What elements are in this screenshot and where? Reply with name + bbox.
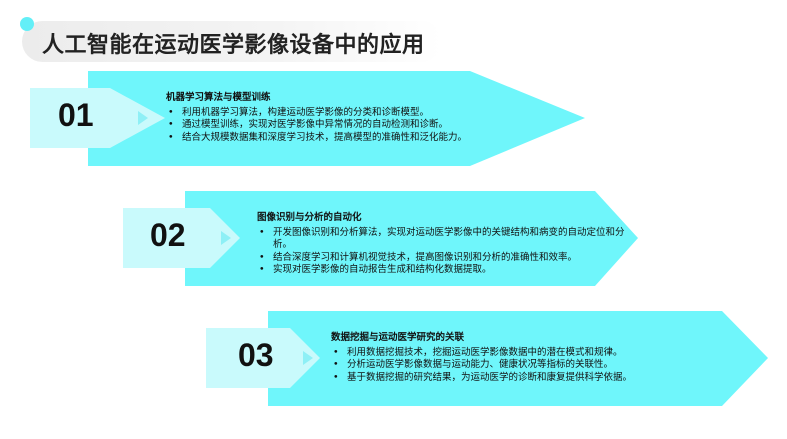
section-3-badge bbox=[206, 328, 320, 388]
bullet-item: 利用数据挖掘技术，挖掘运动医学影像数据中的潜在模式和规律。 bbox=[331, 347, 751, 360]
section-3-marker-icon bbox=[303, 351, 313, 365]
section-2-number: 02 bbox=[150, 217, 186, 253]
section-1-marker-icon bbox=[138, 111, 148, 125]
section-2-text: 图像识别与分析的自动化 开发图像识别和分析算法，实现对运动医学影像中的关键结构和… bbox=[257, 212, 627, 277]
section-3-heading: 数据挖掘与运动医学研究的关联 bbox=[331, 332, 465, 343]
section-2-badge bbox=[123, 208, 240, 268]
section-2-marker-icon bbox=[221, 231, 231, 245]
bullet-item: 利用机器学习算法，构建运动医学影像的分类和诊断模型。 bbox=[166, 107, 566, 120]
bullet-item: 通过模型训练，实现对医学影像中异常情况的自动检测和诊断。 bbox=[166, 119, 566, 132]
accent-dot bbox=[20, 17, 34, 31]
title-background bbox=[22, 21, 442, 62]
section-2-heading: 图像识别与分析的自动化 bbox=[257, 212, 362, 223]
page-title: 人工智能在运动医学影像设备中的应用 bbox=[42, 33, 425, 58]
section-1-text: 机器学习算法与模型训练 利用机器学习算法，构建运动医学影像的分类和诊断模型。 通… bbox=[166, 92, 566, 144]
section-1-heading: 机器学习算法与模型训练 bbox=[166, 92, 271, 103]
bullet-item: 分析运动医学影像数据与运动能力、健康状况等指标的关联性。 bbox=[331, 359, 751, 372]
bullet-item: 结合深度学习和计算机视觉技术，提高图像识别和分析的准确性和效率。 bbox=[257, 252, 627, 265]
bullet-item: 基于数据挖掘的研究结果，为运动医学的诊断和康复提供科学依据。 bbox=[331, 372, 751, 385]
bullet-item: 结合大规模数据集和深度学习技术，提高模型的准确性和泛化能力。 bbox=[166, 132, 566, 145]
section-3-number: 03 bbox=[238, 337, 274, 373]
bullet-item: 实现对医学影像的自动报告生成和结构化数据提取。 bbox=[257, 264, 627, 277]
section-1-number: 01 bbox=[58, 97, 94, 133]
section-3-text: 数据挖掘与运动医学研究的关联 利用数据挖掘技术，挖掘运动医学影像数据中的潜在模式… bbox=[331, 332, 751, 384]
section-1-badge bbox=[30, 88, 165, 148]
bullet-item: 开发图像识别和分析算法，实现对运动医学影像中的关键结构和病变的自动定位和分析。 bbox=[257, 227, 627, 252]
